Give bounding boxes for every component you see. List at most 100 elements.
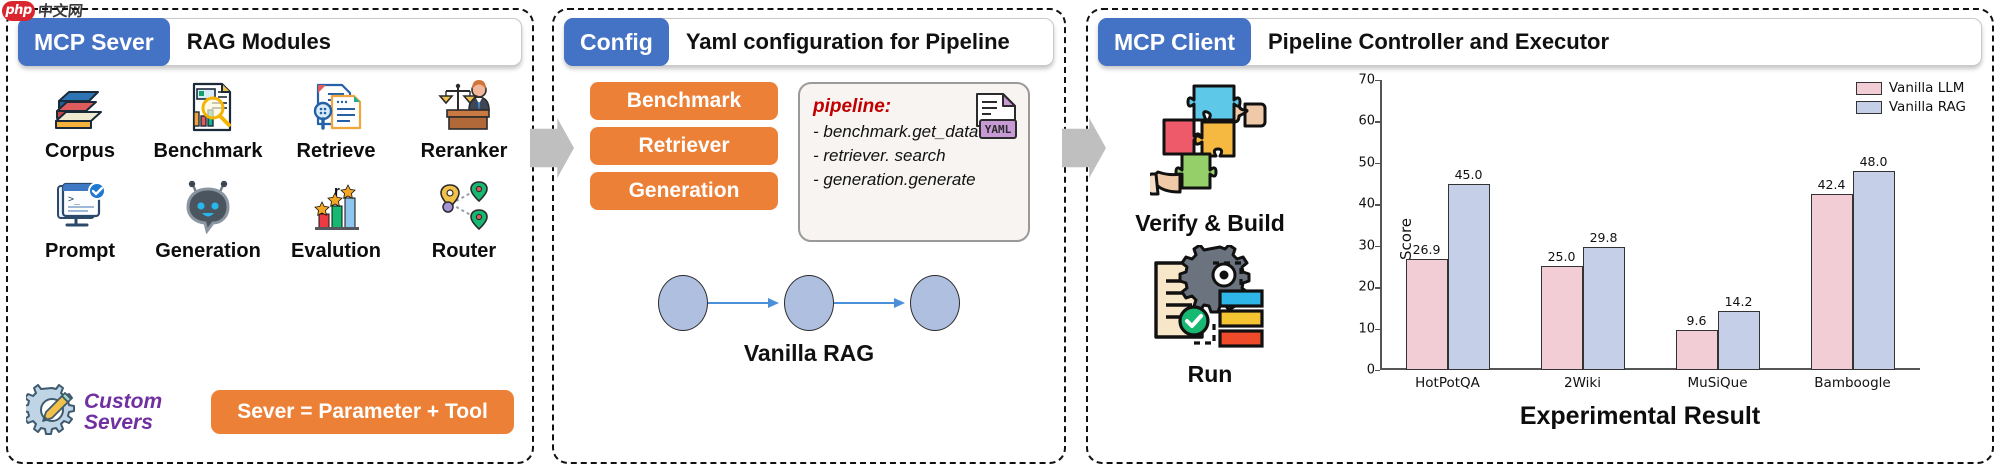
chart-y-tick: 50 xyxy=(1358,155,1375,171)
module-prompt[interactable]: >_ Prompt xyxy=(16,176,144,272)
step-run[interactable]: Run xyxy=(1110,243,1310,388)
chart-legend-item: Vanilla RAG xyxy=(1855,99,1966,115)
yaml-line-2: - retriever. search xyxy=(813,146,946,166)
module-reranker[interactable]: Reranker xyxy=(400,76,528,172)
chart-bar: 29.8 xyxy=(1582,230,1625,370)
chart-bar-value: 14.2 xyxy=(1724,294,1753,310)
chart-bar: 25.0 xyxy=(1540,249,1583,370)
chart-y-tick: 30 xyxy=(1358,238,1375,254)
panel-mcp-server: MCP Sever RAG Modules xyxy=(6,8,534,464)
chart-bar: 48.0 xyxy=(1852,154,1895,370)
module-corpus[interactable]: Corpus xyxy=(16,76,144,172)
stage-generation[interactable]: Generation xyxy=(590,172,778,210)
chart-bar: 45.0 xyxy=(1447,167,1490,370)
chart-bar-value: 29.8 xyxy=(1589,229,1618,245)
panel3-tag: MCP Client xyxy=(1098,18,1251,66)
chart-magnifier-document-icon xyxy=(180,76,236,138)
terminal-monitor-check-icon: >_ xyxy=(52,176,108,238)
flow-node-2 xyxy=(784,275,834,331)
module-label: Reranker xyxy=(420,140,508,162)
chart-y-tick: 20 xyxy=(1358,279,1375,295)
custom-servers-group[interactable]: Custom Severs xyxy=(22,383,211,441)
chart-legend-swatch xyxy=(1855,100,1882,114)
custom-servers-line1: Custom xyxy=(84,389,163,413)
chart-legend-label: Vanilla LLM xyxy=(1888,80,1965,96)
books-icon xyxy=(51,76,109,138)
client-steps: Verify & Build xyxy=(1110,76,1310,388)
watermark-badge: php xyxy=(2,0,35,21)
chart-bar-value: 9.6 xyxy=(1686,313,1707,329)
panel3-header: MCP Client Pipeline Controller and Execu… xyxy=(1098,18,1982,66)
svg-text:YAML: YAML xyxy=(985,123,1012,136)
panel-config: Config Yaml configuration for Pipeline B… xyxy=(552,8,1066,464)
rag-modules-grid: Corpus xyxy=(16,76,528,272)
chart-y-tickmark xyxy=(1375,328,1380,330)
module-label: Evalution xyxy=(290,240,381,262)
chart-bar: 42.4 xyxy=(1810,177,1853,370)
flow-arrow-2 xyxy=(834,297,910,309)
chart-x-tick-label: HotPotQA xyxy=(1415,375,1480,391)
panel1-header: MCP Sever RAG Modules xyxy=(18,18,522,66)
chart-caption: Experimental Result xyxy=(1519,402,1761,430)
panel3-title: Pipeline Controller and Executor xyxy=(1267,29,1610,54)
chart-legend-label: Vanilla RAG xyxy=(1888,99,1966,115)
watermark: php 中文网 xyxy=(2,0,84,21)
document-search-icon xyxy=(308,76,364,138)
chart-bar-value: 48.0 xyxy=(1859,154,1888,170)
chatbot-icon xyxy=(180,176,236,238)
chart-y-tickmark xyxy=(1375,121,1380,123)
watermark-text: 中文网 xyxy=(37,2,84,20)
step-label: Run xyxy=(1187,361,1233,387)
module-generation[interactable]: Generation xyxy=(144,176,272,272)
module-retrieve[interactable]: Retrieve xyxy=(272,76,400,172)
chart-bar: 14.2 xyxy=(1717,294,1760,370)
custom-servers-label: Custom Severs xyxy=(84,389,163,434)
yaml-root-key: pipeline: xyxy=(813,96,892,117)
chart-y-tickmark xyxy=(1375,287,1380,289)
chart-y-tick: 60 xyxy=(1358,113,1375,129)
chart-x-tick-label: Bamboogle xyxy=(1814,375,1891,391)
flow-node-1 xyxy=(658,275,708,331)
step-label: Verify & Build xyxy=(1135,210,1285,236)
module-label: Benchmark xyxy=(153,140,263,162)
chart-x-tick-label: 2Wiki xyxy=(1564,375,1601,391)
chart-y-tickmark xyxy=(1375,162,1380,165)
module-router[interactable]: Router xyxy=(400,176,528,272)
yaml-line-1: - benchmark.get_data xyxy=(813,122,979,141)
panel1-bottom-row: Custom Severs Sever = Parameter + Tool xyxy=(22,383,514,441)
panel1-tag: MCP Sever xyxy=(18,18,170,66)
yaml-file-icon: YAML xyxy=(973,92,1019,144)
puzzle-hands-icon xyxy=(1146,76,1270,209)
module-label: Corpus xyxy=(45,140,115,162)
chart-y-tickmark xyxy=(1375,245,1380,248)
yaml-code-box: pipeline: - benchmark.get_data - retriev… xyxy=(798,82,1030,242)
chart-x-tick-label: MuSiQue xyxy=(1687,375,1748,391)
module-label: Generation xyxy=(155,240,261,262)
flow-arrow-1 xyxy=(708,297,784,309)
judge-scales-icon xyxy=(435,76,493,138)
chart-legend-item: Vanilla LLM xyxy=(1855,80,1966,96)
svg-text:r: r xyxy=(334,183,340,200)
chart-bar-value: 45.0 xyxy=(1454,166,1483,182)
stage-benchmark[interactable]: Benchmark xyxy=(590,82,778,120)
panel1-title: RAG Modules xyxy=(186,29,331,54)
gear-pencil-icon xyxy=(22,383,78,441)
chart-bar-value: 42.4 xyxy=(1817,177,1846,193)
step-verify-build[interactable]: Verify & Build xyxy=(1110,76,1310,237)
chart-bar-value: 25.0 xyxy=(1547,249,1576,265)
custom-servers-line2: Severs xyxy=(84,411,153,434)
chart-y-tickmark xyxy=(1375,370,1380,372)
map-pins-network-icon xyxy=(436,176,492,238)
chart-bar: 9.6 xyxy=(1675,313,1718,370)
module-benchmark[interactable]: Benchmark xyxy=(144,76,272,172)
stage-retriever[interactable]: Retriever xyxy=(590,127,778,165)
module-evalution[interactable]: r Evalution xyxy=(272,176,400,272)
panel2-header: Config Yaml configuration for Pipeline xyxy=(564,18,1054,66)
bar-chart-stars-icon: r xyxy=(307,176,365,238)
document-gear-workflow-icon xyxy=(1146,243,1274,360)
